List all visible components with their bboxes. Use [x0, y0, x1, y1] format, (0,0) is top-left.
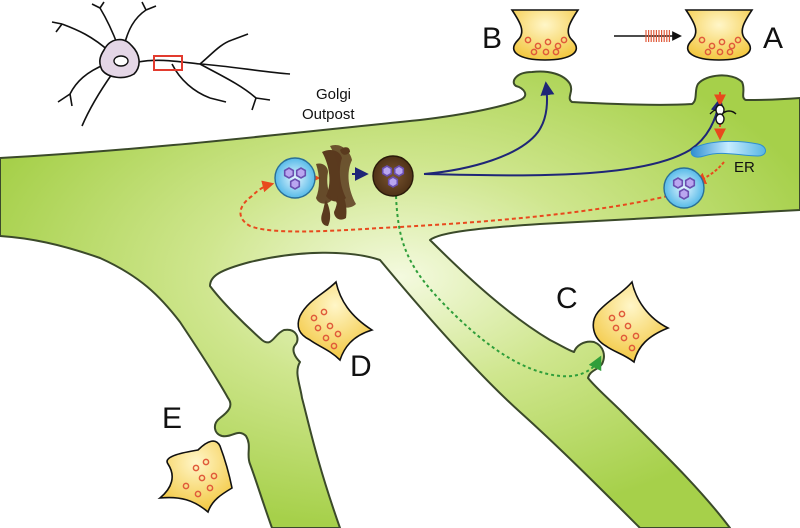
synaptic-vesicle	[206, 484, 214, 492]
synaptic-vesicle	[718, 38, 726, 46]
dendrite-shaft	[0, 70, 800, 528]
synaptic-vesicle	[708, 42, 716, 50]
cargo-hexagon	[393, 165, 405, 177]
golgi-outpost-label-line1: Golgi	[316, 86, 351, 103]
cargo-hexagon	[387, 176, 399, 188]
synaptic-vesicle	[560, 36, 568, 44]
synaptic-vesicle	[612, 324, 620, 332]
synaptic-vesicle	[554, 42, 562, 50]
synaptic-vesicle	[330, 342, 338, 350]
zoom-highlight-box	[153, 55, 183, 71]
cargo-hexagon	[381, 165, 393, 177]
cargo-hexagon	[672, 177, 684, 189]
synaptic-vesicle	[726, 48, 734, 56]
neuron-nucleus	[113, 55, 129, 67]
synaptic-vesicle	[182, 482, 190, 490]
label-a: A	[763, 22, 783, 55]
synaptic-vesicle	[552, 48, 560, 56]
synaptic-vesicle	[716, 48, 724, 56]
cargo-hexagon	[283, 167, 295, 179]
channel-icon	[709, 104, 737, 125]
label-b: B	[482, 22, 502, 55]
synaptic-vesicle	[734, 36, 742, 44]
synaptic-vesicle	[624, 322, 632, 330]
stimulation-train	[614, 30, 682, 42]
presynaptic-terminal-b	[510, 9, 580, 61]
presynaptic-terminal-d	[297, 280, 374, 362]
synaptic-vesicle	[698, 36, 706, 44]
synaptic-vesicle	[194, 490, 202, 498]
synaptic-vesicle	[542, 48, 550, 56]
presynaptic-terminal-c	[592, 280, 670, 364]
branch-arrow-to-c	[395, 195, 602, 378]
synaptic-vesicle	[524, 36, 532, 44]
golgi-outpost-label-line2: Outpost	[302, 106, 355, 123]
synaptic-vesicle	[628, 344, 636, 352]
synaptic-vesicle	[530, 48, 538, 56]
endosomal-vesicle-right	[663, 167, 705, 209]
label-c: C	[556, 282, 578, 315]
synaptic-vesicle	[210, 472, 218, 480]
synaptic-vesicle	[314, 324, 322, 332]
label-e: E	[162, 402, 182, 435]
synaptic-vesicle	[334, 330, 342, 338]
synaptic-vesicle	[534, 42, 542, 50]
synaptic-vesicle	[326, 322, 334, 330]
cargo-hexagon	[684, 177, 696, 189]
synaptic-vesicle	[322, 334, 330, 342]
synaptic-vesicle	[618, 310, 626, 318]
synaptic-vesicle	[620, 334, 628, 342]
synaptic-vesicle	[632, 332, 640, 340]
secretory-arrow-to-a	[423, 97, 725, 177]
synaptic-vesicle	[202, 458, 210, 466]
presynaptic-terminal-a	[684, 9, 754, 61]
er-tubule-icon	[690, 140, 766, 158]
label-d: D	[350, 350, 372, 383]
cargo-hexagon	[289, 178, 301, 190]
recycling-arrow-to-golgi	[239, 180, 669, 233]
synaptic-vesicle	[704, 48, 712, 56]
cargo-hexagon	[295, 167, 307, 179]
golgi-derived-vesicle	[372, 155, 414, 197]
synaptic-vesicle	[608, 314, 616, 322]
synaptic-vesicle	[728, 42, 736, 50]
cargo-hexagon	[678, 188, 690, 200]
neuron-icon	[51, 1, 291, 127]
secretory-arrow-to-b	[423, 81, 555, 175]
synaptic-vesicle	[192, 464, 200, 472]
synaptic-vesicle	[198, 474, 206, 482]
recycling-vesicle-left	[274, 157, 316, 199]
synaptic-vesicles	[182, 36, 742, 498]
er-label: ER	[734, 159, 755, 176]
synaptic-vesicle	[320, 308, 328, 316]
presynaptic-terminal-e	[157, 440, 233, 514]
synaptic-vesicle	[310, 314, 318, 322]
golgi-outpost-icon	[316, 144, 356, 226]
synaptic-vesicle	[544, 38, 552, 46]
